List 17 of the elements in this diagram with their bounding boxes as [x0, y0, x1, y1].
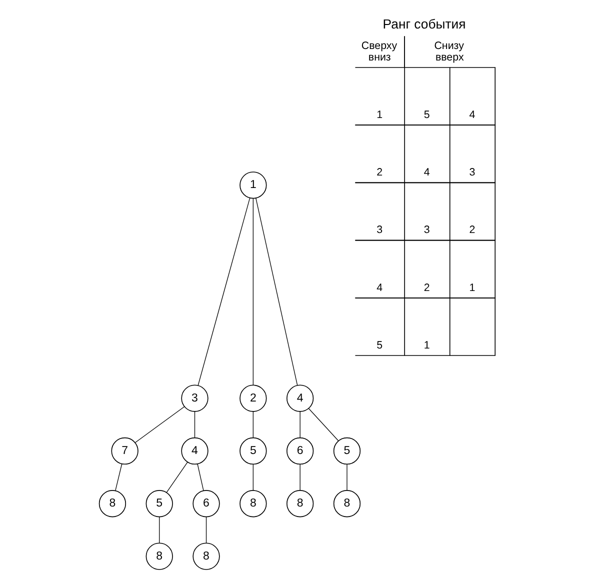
label: Ранг события: [382, 16, 466, 32]
label: 4: [376, 282, 382, 294]
label: 3: [468, 166, 475, 179]
label: Сверху вниз: [360, 40, 397, 64]
label: 2: [376, 166, 382, 179]
label: 1: [376, 109, 382, 122]
label: 5: [376, 339, 382, 352]
label: 4: [423, 166, 430, 179]
label: 4: [468, 109, 475, 122]
label: 5: [423, 109, 430, 122]
label: 2: [468, 224, 475, 236]
label: 3: [376, 224, 382, 236]
label: 3: [423, 224, 430, 236]
label: 2: [423, 282, 430, 294]
label: 1: [468, 282, 475, 294]
label: Снизу вверх: [434, 40, 464, 64]
label: 1: [423, 339, 430, 352]
